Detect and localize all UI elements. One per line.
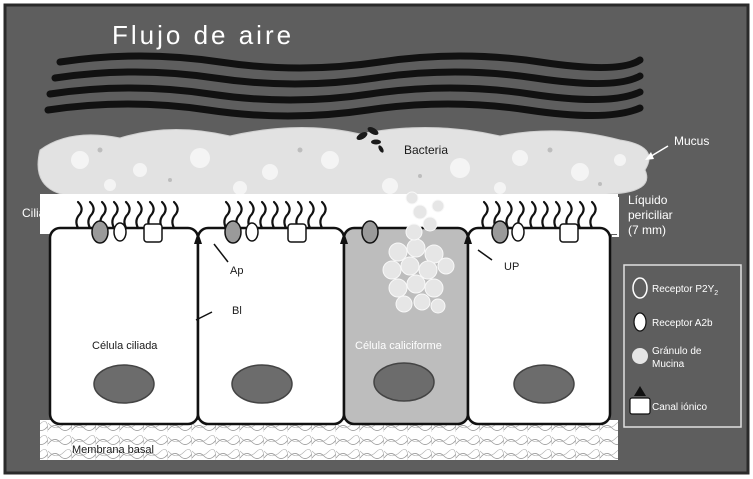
p2y2-receptor (225, 221, 241, 243)
legend-a2b-icon (634, 313, 646, 331)
ion-channel (144, 224, 162, 242)
bl-label: Bl (232, 305, 242, 317)
bacteria-label: Bacteria (404, 143, 448, 157)
mucus-label: Mucus (674, 134, 709, 148)
legend-channel-icon (630, 398, 650, 414)
legend-p2y2-icon (633, 278, 647, 298)
legend-channel-label: Canal iónico (652, 402, 707, 413)
periciliary-label-line2: periciliar (628, 208, 673, 222)
legend: Receptor P2Y2 Receptor A2b Gránulo de Mu… (624, 265, 741, 427)
ap-label: Ap (230, 265, 243, 277)
ion-channel (560, 224, 578, 242)
legend-granule-label-2: Mucina (652, 359, 685, 370)
legend-granule-icon (632, 348, 648, 364)
a2b-receptor (246, 223, 258, 241)
p2y2-receptor (92, 221, 108, 243)
ion-channel (288, 224, 306, 242)
nucleus (232, 365, 292, 403)
periciliary-label-line3: (7 mm) (628, 223, 666, 237)
goblet-cell-label: Célula caliciforme (355, 340, 442, 352)
nucleus (374, 363, 434, 401)
legend-a2b-label: Receptor A2b (652, 318, 713, 329)
p2y2-receptor (492, 221, 508, 243)
mucus-layer (38, 127, 649, 203)
nucleus (94, 365, 154, 403)
a2b-receptor (512, 223, 524, 241)
cilias-label: Cilias (22, 206, 51, 220)
basal-membrane-label: Membrana basal (72, 444, 154, 456)
nucleus (514, 365, 574, 403)
ciliated-cell-label: Célula ciliada (92, 340, 158, 352)
a2b-receptor (114, 223, 126, 241)
periciliary-label-line1: Líquido (628, 193, 668, 207)
up-label: UP (504, 261, 519, 273)
legend-granule-label: Gránulo de (652, 346, 702, 357)
p2y2-receptor (362, 221, 378, 243)
diagram-title: Flujo de aire (112, 20, 294, 50)
